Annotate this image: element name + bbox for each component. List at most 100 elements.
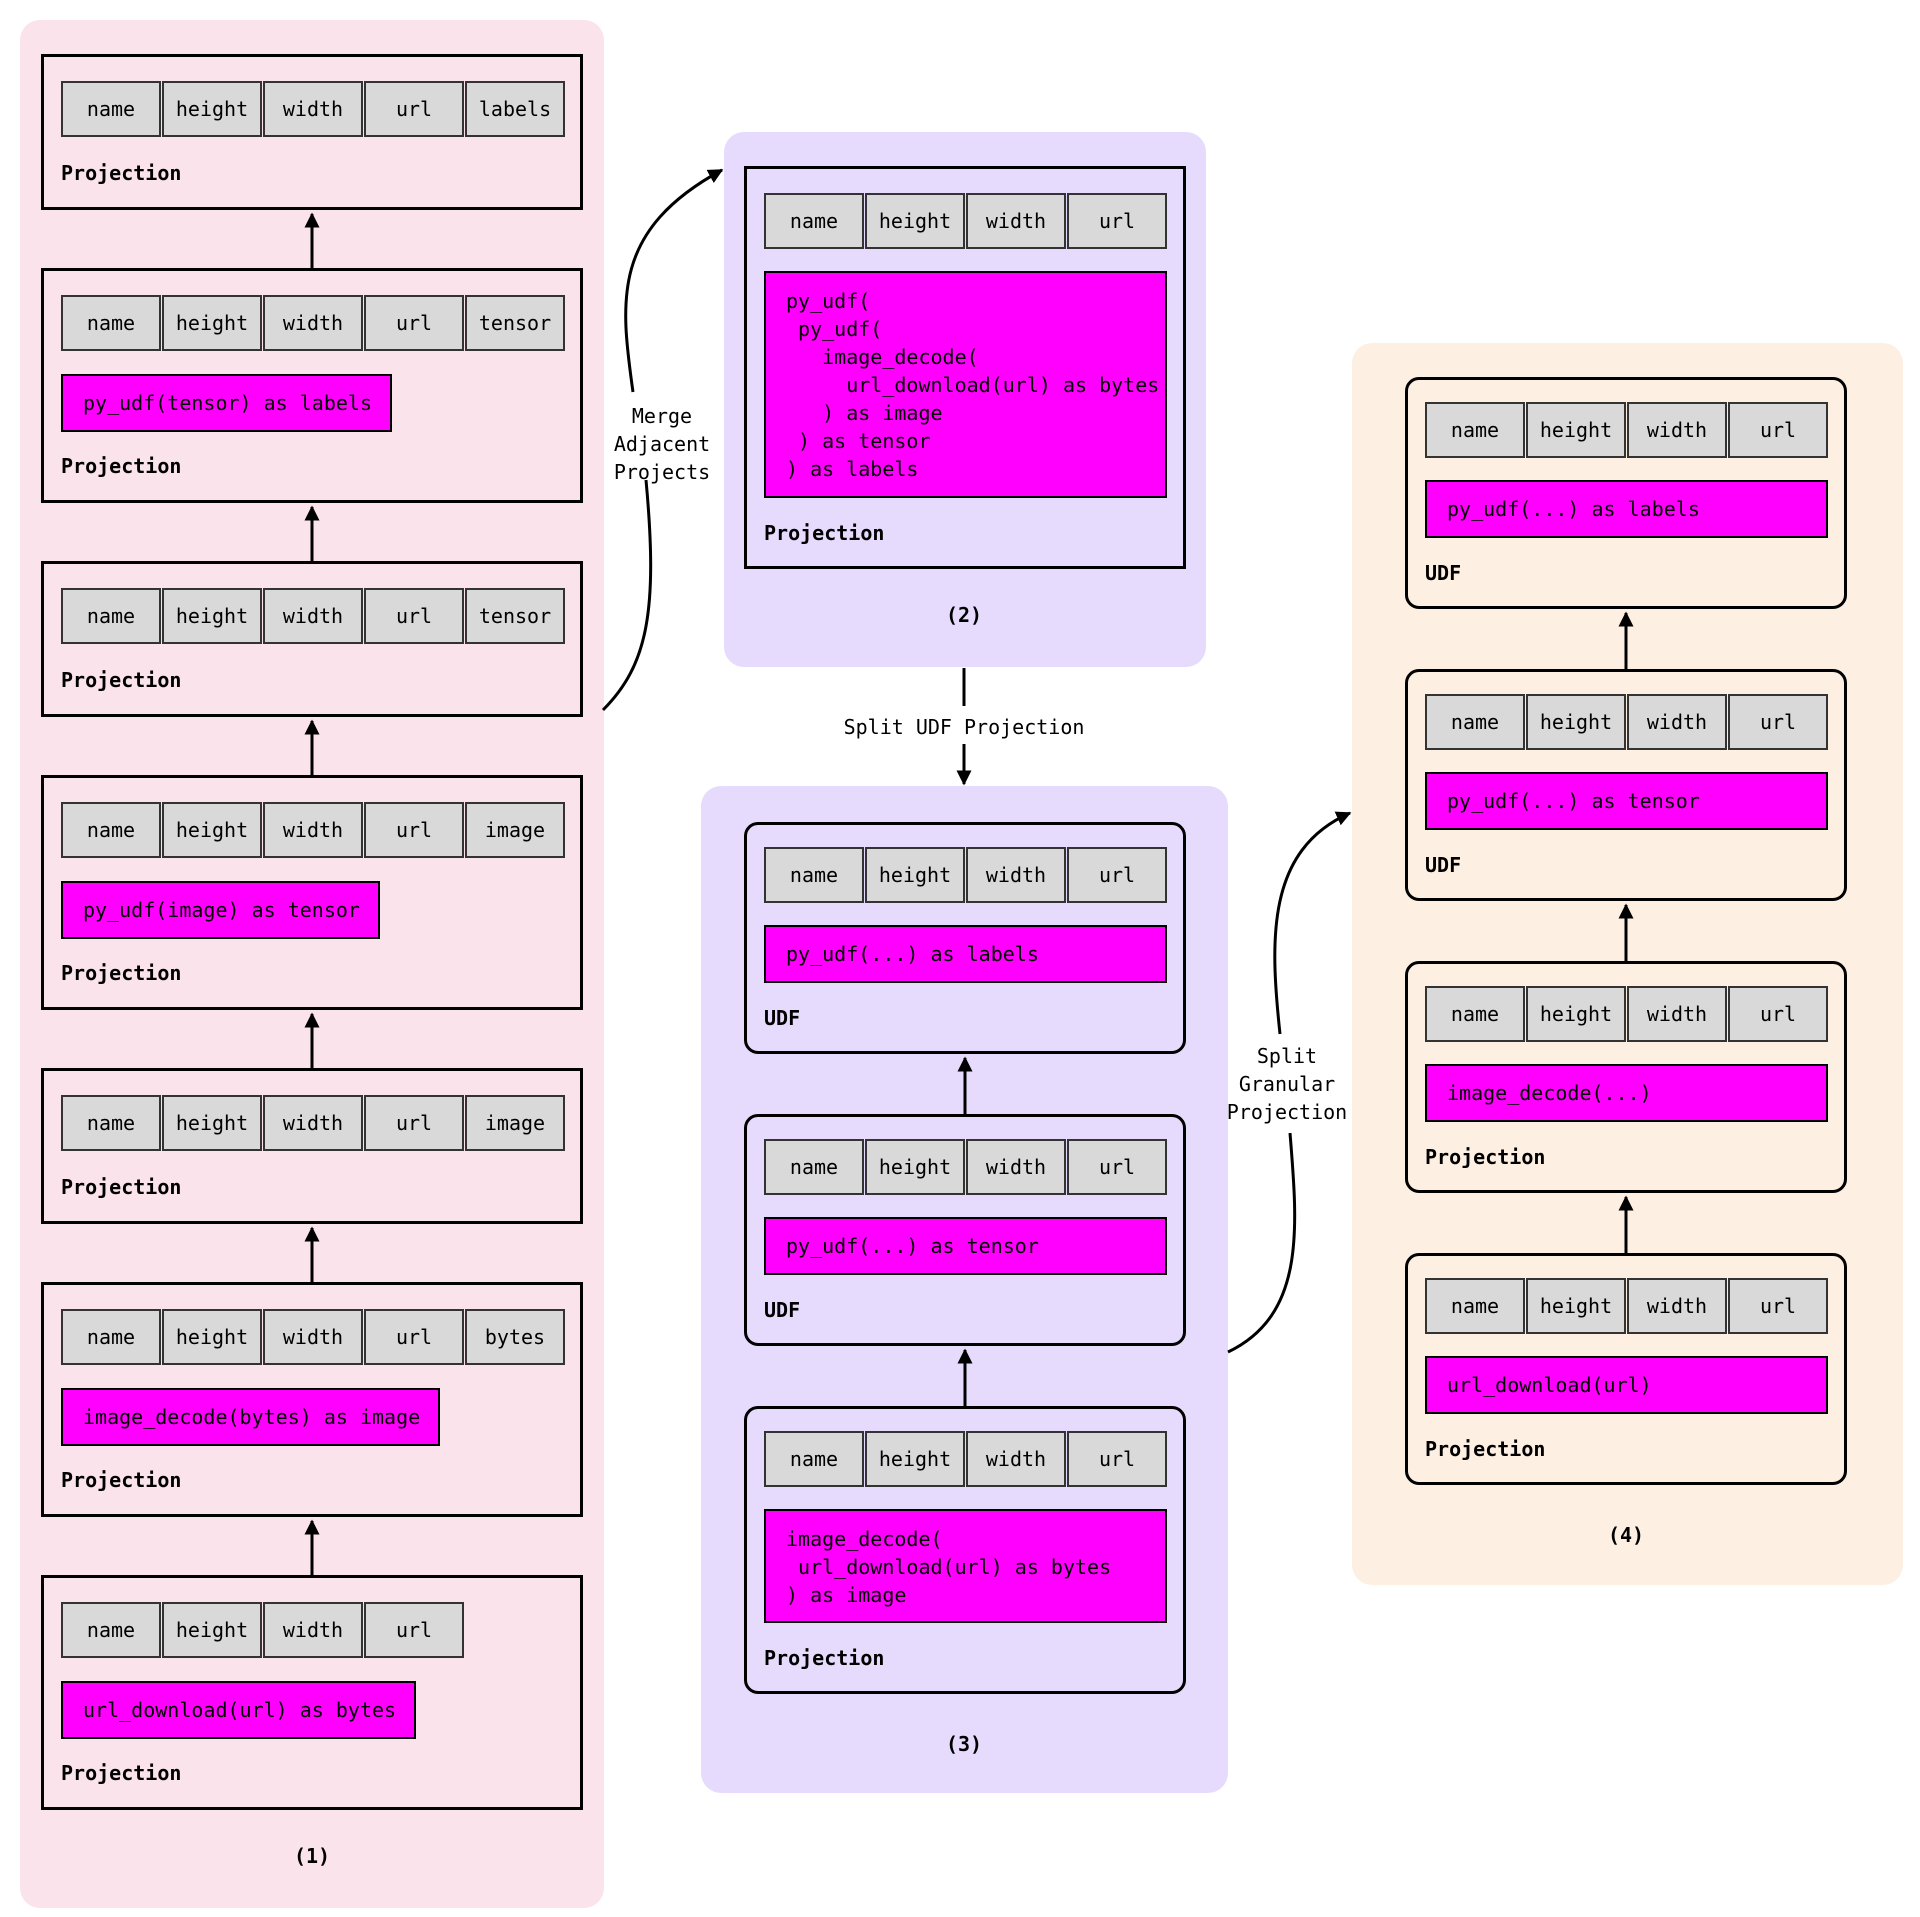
p4-node-image-decode: name height width url image_decode(...) … [1405,961,1847,1193]
node-type-label: Projection [61,1175,182,1199]
node-type-label: Projection [764,1646,885,1670]
node-type-label: Projection [61,1761,182,1785]
column-width: width [263,588,363,644]
edge-label-line: Adjacent [613,432,711,456]
node-type-label: UDF [764,1006,801,1030]
node-type-label: Projection [1425,1437,1546,1461]
column-height: height [162,1095,262,1151]
column-url: url [364,1602,464,1658]
p4-node-url-download: name height width url url_download(url) … [1405,1253,1847,1485]
expression-box: py_udf(image) as tensor [61,881,380,939]
column-width: width [1627,986,1727,1042]
expression-box: py_udf( py_udf( image_decode( url_downlo… [764,271,1167,498]
column-tensor: tensor [465,295,565,351]
column-height: height [1526,986,1626,1042]
curve-split-bottom [1227,1132,1297,1354]
column-url: url [1067,193,1167,249]
column-width: width [263,1095,363,1151]
p3-node-udf-tensor: name height width url py_udf(...) as ten… [744,1114,1186,1346]
column-url: url [364,802,464,858]
node-type-label: Projection [61,161,182,185]
column-tensor: tensor [465,588,565,644]
column-width: width [966,1431,1066,1487]
column-row: name height width url bytes [61,1309,566,1365]
column-row: name height width url [1425,694,1829,750]
edge-label-line: Projects [613,460,711,484]
p1-node-py-udf-labels: name height width url tensor py_udf(tens… [41,268,583,503]
column-labels: labels [465,81,565,137]
column-row: name height width url tensor [61,295,566,351]
column-bytes: bytes [465,1309,565,1365]
column-height: height [865,1431,965,1487]
panel-4-label: (4) [1607,1523,1645,1547]
p1-node-py-udf-tensor: name height width url image py_udf(image… [41,775,583,1010]
column-width: width [263,81,363,137]
column-name: name [61,588,161,644]
p2-node-merged-projection: name height width url py_udf( py_udf( im… [744,166,1186,569]
column-row: name height width url tensor [61,588,566,644]
column-url: url [364,295,464,351]
column-row: name height width url [764,1139,1168,1195]
column-url: url [364,1095,464,1151]
column-url: url [364,1309,464,1365]
curve-merge-bottom [601,479,653,712]
expression-box: image_decode(...) [1425,1064,1828,1122]
column-url: url [364,81,464,137]
column-height: height [1526,402,1626,458]
column-width: width [263,295,363,351]
p3-node-image-decode-projection: name height width url image_decode( url_… [744,1406,1186,1694]
column-row: name height width url image [61,802,566,858]
node-type-label: Projection [61,1468,182,1492]
column-url: url [1728,694,1828,750]
column-url: url [1067,1139,1167,1195]
p1-node-tensor: name height width url tensor Projection [41,561,583,717]
column-height: height [865,847,965,903]
column-width: width [966,193,1066,249]
p4-node-udf-labels: name height width url py_udf(...) as lab… [1405,377,1847,609]
edge-label-line: Granular [1238,1072,1336,1096]
column-width: width [263,1309,363,1365]
column-width: width [966,847,1066,903]
column-name: name [764,1139,864,1195]
column-url: url [1728,1278,1828,1334]
p1-node-image-decode: name height width url bytes image_decode… [41,1282,583,1517]
column-height: height [865,193,965,249]
expression-box: url_download(url) as bytes [61,1681,416,1739]
column-height: height [162,295,262,351]
column-name: name [61,802,161,858]
edge-label-line: Projection [1226,1100,1348,1124]
column-name: name [61,1309,161,1365]
edge-label-line: Merge [631,404,693,428]
p1-node-labels: name height width url labels Projection [41,54,583,210]
node-type-label: Projection [764,521,885,545]
panel-1-label: (1) [293,1844,331,1868]
column-height: height [162,81,262,137]
expression-box: py_udf(tensor) as labels [61,374,392,432]
column-height: height [1526,1278,1626,1334]
column-name: name [61,295,161,351]
column-name: name [61,1095,161,1151]
node-type-label: UDF [1425,853,1462,877]
column-row: name height width url [764,193,1168,249]
column-row: name height width url image [61,1095,566,1151]
column-url: url [1728,402,1828,458]
column-row: name height width url [61,1602,465,1658]
column-width: width [966,1139,1066,1195]
column-height: height [162,802,262,858]
node-type-label: Projection [61,668,182,692]
expression-box: py_udf(...) as labels [1425,480,1828,538]
p4-node-udf-tensor: name height width url py_udf(...) as ten… [1405,669,1847,901]
edge-label-line: Split [1256,1044,1318,1068]
column-height: height [162,1309,262,1365]
expression-box: py_udf(...) as tensor [1425,772,1828,830]
column-name: name [61,81,161,137]
node-type-label: UDF [1425,561,1462,585]
column-row: name height width url [1425,402,1829,458]
column-width: width [1627,402,1727,458]
column-height: height [1526,694,1626,750]
column-url: url [364,588,464,644]
column-width: width [1627,694,1727,750]
column-width: width [1627,1278,1727,1334]
curve-split-top [1273,811,1352,1035]
